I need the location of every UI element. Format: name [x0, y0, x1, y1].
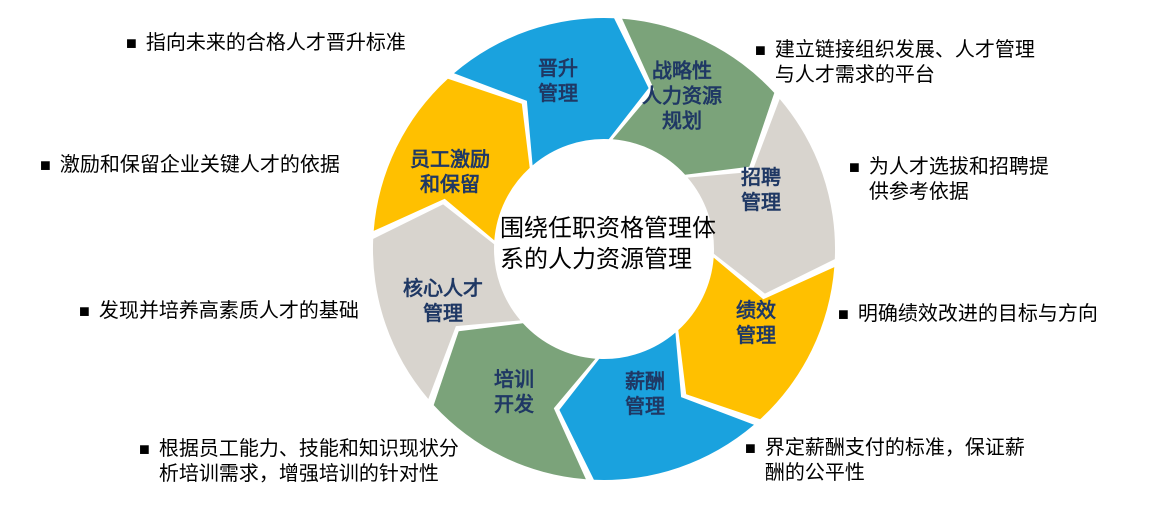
note-training-needs-analysis: ■ 根据员工能力、技能和知识现状分 析培训需求，增强培训的针对性	[139, 437, 459, 487]
note-text: 指向未来的合格人才晋升标准	[145, 32, 406, 54]
bullet-square-icon: ■	[139, 439, 150, 459]
note-text: 明确绩效改进的目标与方向	[857, 303, 1098, 325]
segment-training-development	[433, 323, 596, 480]
segment-label-core-talent-management: 核心人才 管理	[403, 278, 483, 325]
segment-label-performance-management: 绩效 管理	[736, 300, 776, 347]
bullet-square-icon: ■	[755, 40, 766, 60]
segment-promotion-management	[454, 17, 649, 166]
note-motivation-retention-basis: ■ 激励和保留企业关键人才的依据	[40, 153, 340, 178]
segment-recruitment-management	[687, 99, 836, 294]
note-performance-improvement-direction: ■ 明确绩效改进的目标与方向	[838, 302, 1098, 327]
diagram-center-title: 围绕任职资格管理体 系的人力资源管理	[500, 215, 716, 273]
note-text: 根据员工能力、技能和知识现状分 析培训需求，增强培训的针对性	[158, 438, 459, 485]
segment-core-talent-management	[372, 204, 521, 399]
note-talent-cultivation-foundation: ■ 发现并培养高素质人才的基础	[79, 299, 359, 324]
bullet-square-icon: ■	[40, 155, 51, 175]
segment-label-strategic-hr-planning: 战略性 人力资源 规划	[642, 60, 722, 133]
segment-label-recruitment-management: 招聘 管理	[741, 167, 781, 214]
segment-strategic-hr-planning	[612, 18, 775, 175]
note-text: 界定薪酬支付的标准，保证薪 酬的公平性	[764, 437, 1025, 484]
note-talent-selection-reference: ■ 为人才选拔和招聘提 供参考依据	[849, 155, 1049, 205]
segment-employee-motivation-retention	[373, 78, 530, 241]
bullet-square-icon: ■	[79, 301, 90, 321]
note-text: 激励和保留企业关键人才的依据	[59, 154, 340, 176]
segment-label-employee-motivation-retention: 员工激励 和保留	[410, 149, 490, 196]
note-text: 建立链接组织发展、人才管理 与人才需求的平台	[774, 39, 1035, 86]
segment-label-training-development: 培训 开发	[494, 369, 534, 416]
note-promotion-standard: ■ 指向未来的合格人才晋升标准	[126, 31, 406, 56]
segment-compensation-management	[559, 332, 754, 481]
bullet-square-icon: ■	[126, 33, 137, 53]
note-compensation-fairness: ■ 界定薪酬支付的标准，保证薪 酬的公平性	[745, 436, 1025, 486]
segment-label-compensation-management: 薪酬 管理	[625, 371, 665, 418]
segment-label-promotion-management: 晋升 管理	[538, 58, 578, 105]
note-org-development-platform: ■ 建立链接组织发展、人才管理 与人才需求的平台	[755, 38, 1035, 88]
segment-performance-management	[678, 257, 835, 420]
bullet-square-icon: ■	[838, 304, 849, 324]
note-text: 为人才选拔和招聘提 供参考依据	[868, 156, 1049, 203]
bullet-square-icon: ■	[849, 157, 860, 177]
note-text: 发现并培养高素质人才的基础	[98, 300, 359, 322]
bullet-square-icon: ■	[745, 438, 756, 458]
